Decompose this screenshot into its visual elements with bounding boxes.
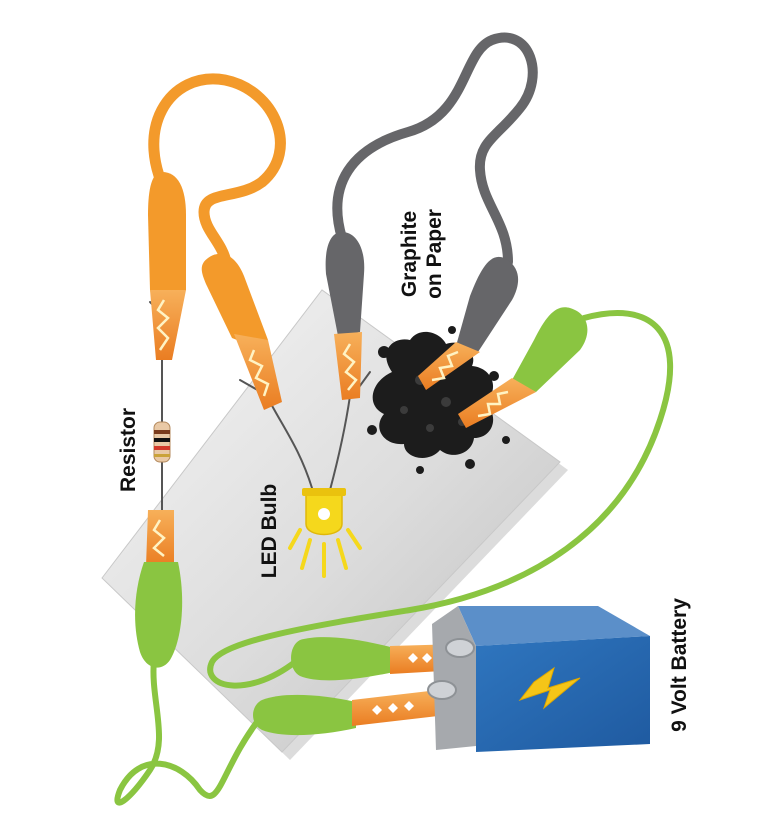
battery-9v: [427, 606, 650, 752]
resistor-label: Resistor: [117, 408, 140, 492]
gray-wire: [332, 32, 538, 267]
orange-wire: [148, 73, 286, 268]
gray-clip-led: [325, 232, 365, 400]
orange-clip-led: [201, 253, 282, 410]
green-clip-battery-lower: [253, 690, 438, 736]
lightning-icon: [518, 666, 581, 710]
orange-clip-resistor-top: [148, 172, 186, 360]
led-bulb-label: LED Bulb: [258, 484, 281, 579]
graphite-label-line2: on Paper: [423, 209, 446, 299]
gray-clip-graphite: [418, 256, 519, 390]
resistor: [153, 421, 171, 463]
graphite-label-line1: Graphite: [398, 211, 421, 297]
green-clip-graphite: [458, 307, 588, 428]
green-wire: [114, 310, 673, 806]
green-clip-resistor-bottom: [135, 510, 183, 668]
led-bulb: [288, 488, 362, 578]
battery-label: 9 Volt Battery: [668, 598, 691, 732]
